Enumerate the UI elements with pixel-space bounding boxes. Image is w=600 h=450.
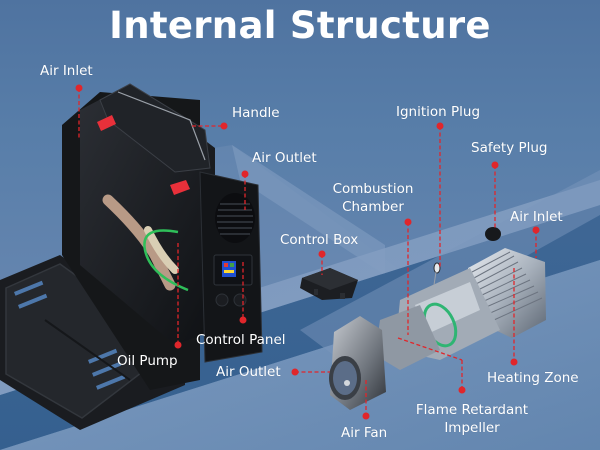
label-combustion-chamber-line2: Chamber (342, 199, 404, 215)
label-impeller-line1: Flame Retardant (415, 402, 529, 418)
label-heating-zone: Heating Zone (487, 370, 579, 386)
page-title: Internal Structure (109, 4, 491, 47)
heater-unit-illustration (0, 83, 263, 430)
label-ignition-plug: Ignition Plug (396, 104, 481, 120)
label-control-panel: Control Panel (196, 332, 286, 348)
label-combustion-chamber: Combustion Chamber (321, 180, 425, 216)
label-oil-pump: Oil Pump (117, 353, 178, 369)
label-air-inlet-right: Air Inlet (510, 209, 563, 225)
label-control-box: Control Box (280, 232, 359, 248)
label-safety-plug: Safety Plug (471, 140, 548, 156)
label-air-outlet-top: Air Outlet (252, 150, 317, 166)
combustion-assembly-illustration (329, 227, 546, 410)
label-air-outlet-bottom: Air Outlet (216, 364, 281, 380)
label-air-inlet-left: Air Inlet (40, 63, 93, 79)
control-box-illustration (300, 268, 358, 300)
label-impeller-line2: Impeller (444, 420, 500, 436)
label-air-fan: Air Fan (341, 425, 388, 441)
label-flame-retardant-impeller: Flame Retardant Impeller (404, 401, 540, 437)
label-combustion-chamber-line1: Combustion (332, 181, 414, 197)
label-handle: Handle (232, 105, 280, 121)
